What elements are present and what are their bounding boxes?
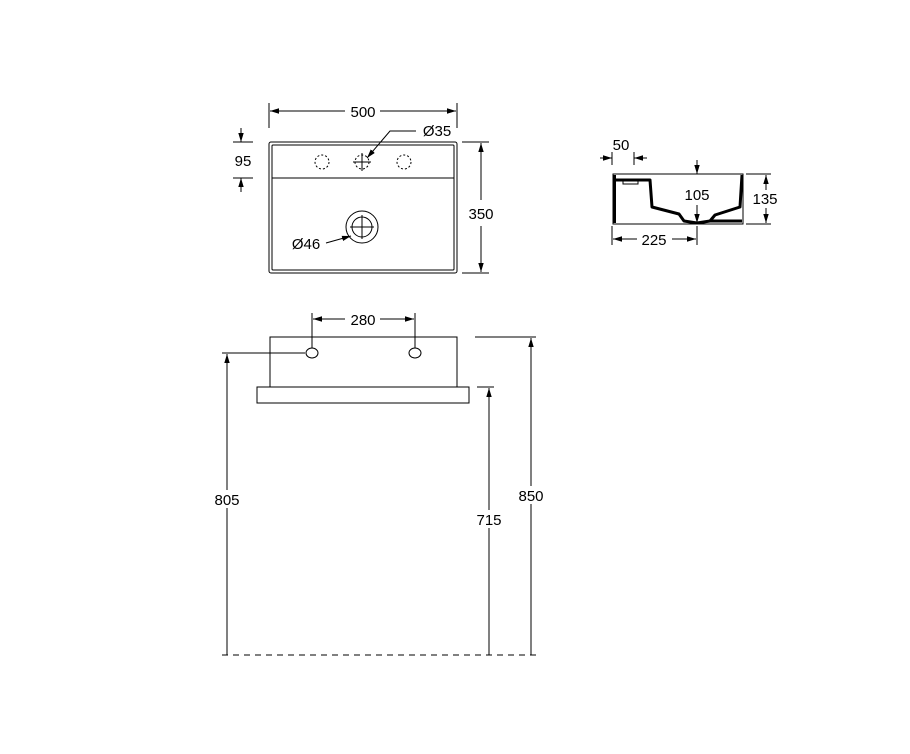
drain-diameter: Ø46 xyxy=(292,236,320,253)
top-view: 500 350 95 Ø35 Ø46 xyxy=(233,103,494,274)
fixing-height-dimension: 805 xyxy=(214,492,239,509)
depth-dimension: 350 xyxy=(468,206,493,223)
optional-tap-hole-left xyxy=(314,154,330,170)
back-panel xyxy=(269,336,458,388)
drain-hole xyxy=(345,210,379,244)
rim-dimension: 50 xyxy=(613,137,630,154)
rim-height-dimension: 715 xyxy=(476,512,501,529)
top-height-dimension: 850 xyxy=(518,488,543,505)
basin-inner-outline xyxy=(271,144,455,271)
optional-tap-hole-right xyxy=(396,154,412,170)
bowl-depth-dimension: 105 xyxy=(684,187,709,204)
side-view: 50 105 135 225 xyxy=(600,137,778,249)
tap-hole-diameter: Ø35 xyxy=(423,123,451,140)
basin-outline xyxy=(268,141,458,274)
bowl-profile xyxy=(616,174,744,225)
height-dimension: 135 xyxy=(752,191,777,208)
deck-dimension: 95 xyxy=(235,153,252,170)
width-dimension: 500 xyxy=(350,104,375,121)
fixing-spacing-dimension: 280 xyxy=(350,312,375,329)
tap-hole-crosshair xyxy=(353,153,371,171)
overflow-slot xyxy=(622,179,639,185)
basin-slab xyxy=(256,386,470,404)
drain-offset-dimension: 225 xyxy=(641,232,666,249)
front-view: 280 805 715 850 xyxy=(212,312,546,656)
fixing-hole-right xyxy=(408,347,422,359)
fixing-hole-left xyxy=(305,347,319,359)
